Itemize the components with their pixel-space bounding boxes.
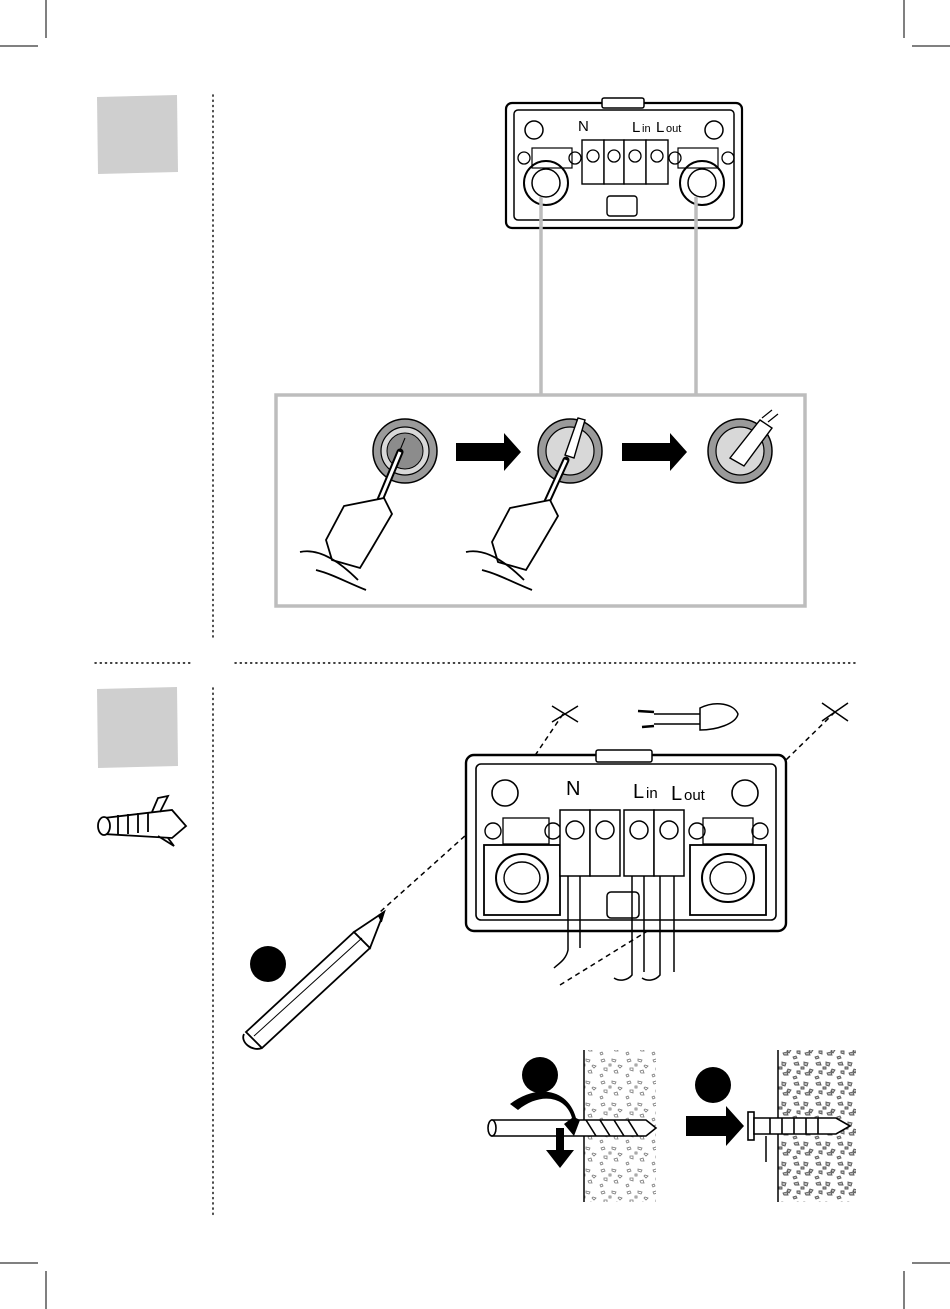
- stripped-cable: [638, 704, 738, 730]
- neutral-label-top: N: [578, 118, 589, 135]
- step-box-1: [97, 95, 178, 174]
- grommet-1: [373, 419, 437, 483]
- step-marker-2: [522, 1057, 558, 1093]
- svg-text:out: out: [684, 787, 706, 804]
- svg-text:L: L: [671, 783, 682, 805]
- screwdriver-2: [466, 460, 566, 590]
- wall-plug-icon: [98, 796, 186, 846]
- grommet-3-with-cable: [708, 410, 778, 483]
- svg-text:L: L: [632, 119, 640, 136]
- knockout-sequence: [300, 410, 778, 590]
- connection-box-bottom: [466, 750, 786, 931]
- step-marker-3: [695, 1067, 731, 1103]
- line-out-label-bottom: L out: [671, 783, 706, 805]
- svg-text:in: in: [642, 123, 651, 135]
- svg-text:in: in: [646, 785, 658, 802]
- step-marker-1: [250, 946, 286, 982]
- dotted-guides: [95, 95, 856, 1215]
- line-in-label-bottom: L in: [633, 781, 658, 803]
- drill-into-wall: [488, 1050, 656, 1202]
- grommet-2: [538, 418, 602, 483]
- neutral-label-bottom: N: [566, 778, 580, 800]
- svg-text:L: L: [633, 781, 644, 803]
- svg-text:L: L: [656, 119, 664, 136]
- arrow-right-2: [622, 433, 687, 471]
- arrow-right-1: [456, 433, 521, 471]
- step-box-2: [97, 687, 178, 768]
- svg-text:out: out: [666, 123, 681, 135]
